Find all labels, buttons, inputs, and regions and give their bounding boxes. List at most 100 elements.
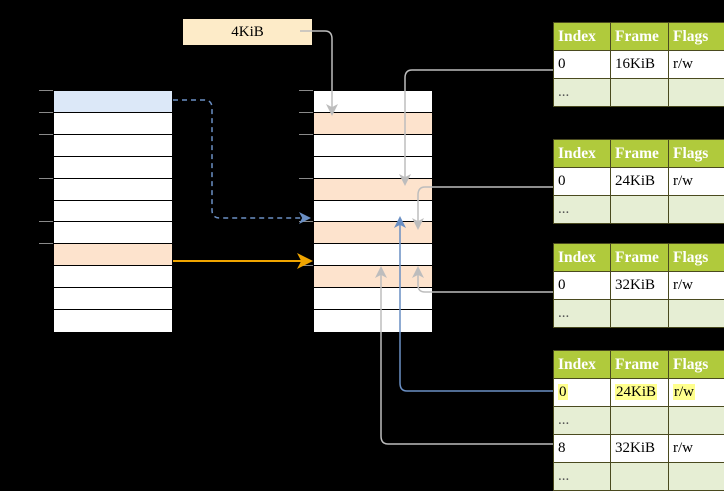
cell-flags: r/w <box>669 435 724 463</box>
memory-row <box>314 135 432 157</box>
memory-row <box>314 201 432 223</box>
column-tick-mark <box>299 112 313 113</box>
memory-row <box>314 91 432 113</box>
memory-row <box>314 266 432 288</box>
column-header-flags: Flags <box>669 244 724 272</box>
cell-index: ... <box>554 463 611 491</box>
cell-frame: 32KiB <box>611 272 669 300</box>
cell-flags: r/w <box>669 51 724 79</box>
memory-row <box>54 91 172 113</box>
memory-row <box>54 266 172 288</box>
cell-index: 0 <box>554 51 611 79</box>
memory-row <box>54 201 172 223</box>
memory-row <box>54 222 172 244</box>
column-header-index: Index <box>554 351 611 379</box>
memory-row <box>314 288 432 310</box>
cell-flags <box>669 407 724 435</box>
cell-frame <box>611 300 669 328</box>
cell-index: 0 <box>554 168 611 196</box>
memory-row <box>54 310 172 332</box>
cell-flags <box>669 196 724 224</box>
memory-row <box>54 113 172 135</box>
memory-row <box>314 222 432 244</box>
page-table-ellipsis-row: ... <box>554 196 724 224</box>
wire-virtual-to-physical-dashed <box>173 100 305 218</box>
cell-frame <box>611 196 669 224</box>
column-tick-mark <box>39 134 53 135</box>
cell-flags: r/w <box>669 168 724 196</box>
highlighted-value: r/w <box>673 384 695 400</box>
cell-index: 8 <box>554 435 611 463</box>
page-size-label-box: 4KiB <box>183 19 312 45</box>
cell-frame: 16KiB <box>611 51 669 79</box>
cell-flags: r/w <box>669 379 724 407</box>
column-header-index: Index <box>554 23 611 51</box>
cell-index: 0 <box>554 272 611 300</box>
cell-frame <box>611 463 669 491</box>
column-tick-mark <box>39 243 53 244</box>
page-table-ellipsis-row: ... <box>554 79 724 107</box>
column-tick-mark <box>299 265 313 266</box>
cell-flags <box>669 79 724 107</box>
column-tick-mark <box>39 90 53 91</box>
cell-frame: 24KiB <box>611 168 669 196</box>
memory-row <box>314 179 432 201</box>
column-tick-mark <box>299 90 313 91</box>
memory-row <box>314 113 432 135</box>
column-tick-mark <box>299 221 313 222</box>
cell-flags <box>669 300 724 328</box>
column-header-frame: Frame <box>611 140 669 168</box>
page-table-row: 0 24KiB r/w <box>554 379 724 407</box>
column-tick-mark <box>39 221 53 222</box>
wire-table3-to-physical <box>418 272 553 292</box>
memory-row <box>54 157 172 179</box>
highlighted-value: 0 <box>558 384 568 400</box>
column-header-flags: Flags <box>669 351 724 379</box>
cell-frame: 24KiB <box>611 379 669 407</box>
cell-index: ... <box>554 407 611 435</box>
memory-row <box>54 135 172 157</box>
memory-row <box>54 179 172 201</box>
cell-index: ... <box>554 300 611 328</box>
column-header-frame: Frame <box>611 23 669 51</box>
cell-index: 0 <box>554 379 611 407</box>
highlighted-value: 24KiB <box>615 384 657 400</box>
memory-row <box>54 288 172 310</box>
cell-index: ... <box>554 196 611 224</box>
column-header-index: Index <box>554 244 611 272</box>
memory-row <box>314 244 432 266</box>
column-header-frame: Frame <box>611 351 669 379</box>
page-table-ellipsis-row: ... <box>554 407 724 435</box>
cell-frame <box>611 407 669 435</box>
page-table-ellipsis-row: ... <box>554 300 724 328</box>
page-table-ellipsis-row: ... <box>554 463 724 491</box>
column-header-frame: Frame <box>611 244 669 272</box>
wire-table2-to-physical <box>418 187 553 224</box>
column-header-flags: Flags <box>669 140 724 168</box>
column-tick-mark <box>299 178 313 179</box>
page-size-label-text: 4KiB <box>231 24 264 40</box>
cell-frame: 32KiB <box>611 435 669 463</box>
cell-flags: r/w <box>669 272 724 300</box>
column-tick-mark <box>39 178 53 179</box>
cell-flags <box>669 463 724 491</box>
physical-memory-column <box>313 90 433 331</box>
virtual-memory-column <box>53 90 173 331</box>
column-header-flags: Flags <box>669 23 724 51</box>
cell-frame <box>611 79 669 107</box>
cell-index: ... <box>554 79 611 107</box>
memory-row <box>314 310 432 332</box>
column-tick-mark <box>299 134 313 135</box>
